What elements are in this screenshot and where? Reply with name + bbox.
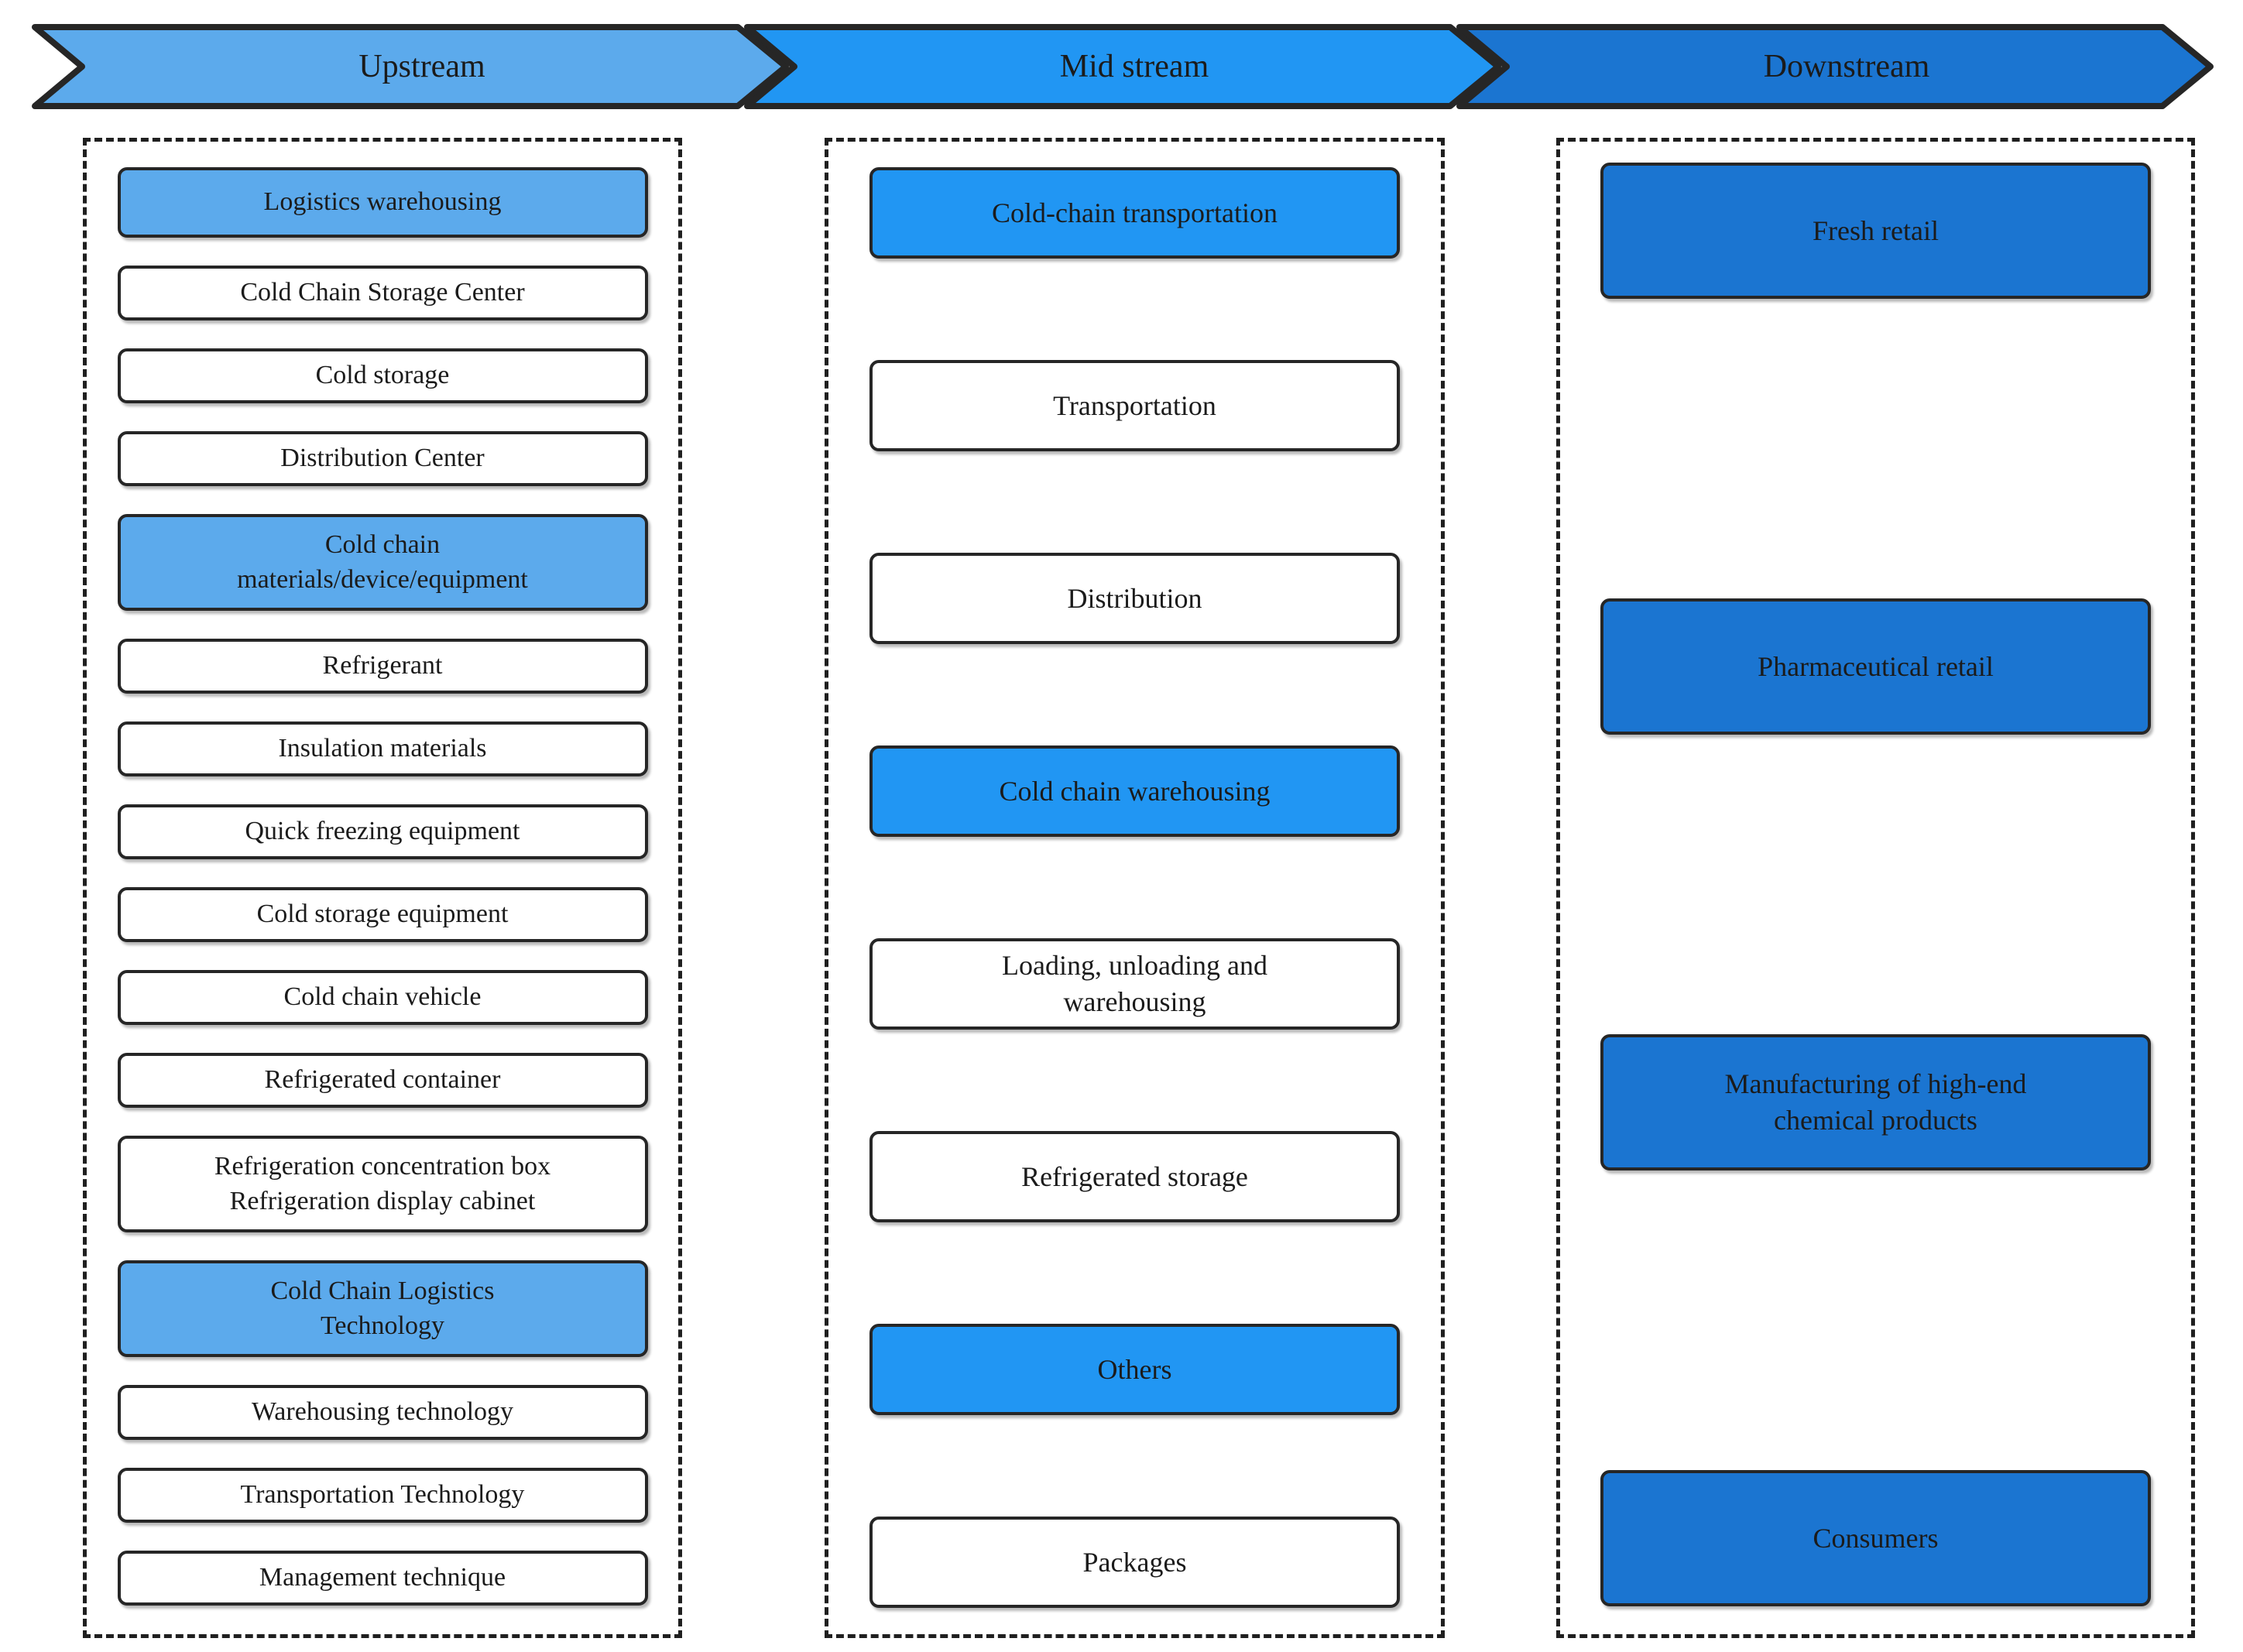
box-cold-storage: Cold storage [117, 348, 648, 403]
box-label: Others [1097, 1353, 1172, 1385]
box-packages: Packages [869, 1517, 1400, 1608]
box-manufacturing-of-high-end-chemical-products: Manufacturing of high-end chemical produ… [1600, 1034, 2151, 1170]
box-refrigerated-container: Refrigerated container [117, 1053, 648, 1108]
box-transportation-technology: Transportation Technology [117, 1468, 648, 1523]
box-others: Others [869, 1324, 1400, 1415]
box-cold-chain-transportation: Cold-chain transportation [869, 167, 1400, 259]
stage-arrow-shape [1456, 24, 2214, 109]
box-warehousing-technology: Warehousing technology [117, 1385, 648, 1440]
stage-arrow-shape [32, 24, 789, 109]
box-cold-chain-logistics-technology: Cold Chain Logistics Technology [117, 1260, 648, 1357]
box-cold-chain-warehousing: Cold chain warehousing [869, 745, 1400, 837]
box-distribution: Distribution [869, 553, 1400, 644]
box-refrigerant: Refrigerant [117, 639, 648, 694]
box-label: Fresh retail [1813, 214, 1939, 246]
stage-arrow-downstream: Downstream [1456, 24, 2214, 109]
box-quick-freezing-equipment: Quick freezing equipment [117, 804, 648, 859]
box-label: Cold chain warehousing [999, 775, 1271, 807]
box-label: Distribution Center [280, 444, 485, 473]
box-label: Refrigerated container [264, 1065, 501, 1095]
box-label: Insulation materials [278, 734, 487, 763]
box-refrigeration-concentration-box-refrigeration-display-cabinet: Refrigeration concentration box Refriger… [117, 1136, 648, 1232]
box-cold-storage-equipment: Cold storage equipment [117, 887, 648, 942]
box-label: Manufacturing of high-end chemical produ… [1724, 1068, 2027, 1136]
box-label: Refrigerant [322, 651, 443, 680]
box-label: Cold storage [315, 361, 450, 390]
stage-arrow-upstream: Upstream [32, 24, 789, 109]
box-cold-chain-materials-device-equipment: Cold chain materials/device/equipment [117, 514, 648, 611]
box-label: Transportation Technology [240, 1480, 525, 1510]
box-label: Cold-chain transportation [992, 197, 1278, 228]
box-cold-chain-storage-center: Cold Chain Storage Center [117, 266, 648, 320]
box-label: Quick freezing equipment [245, 817, 520, 846]
box-transportation: Transportation [869, 360, 1400, 451]
stage-arrow-shape [744, 24, 1501, 109]
box-distribution-center: Distribution Center [117, 431, 648, 486]
box-management-technique: Management technique [117, 1551, 648, 1606]
box-label: Loading, unloading and warehousing [1002, 950, 1267, 1017]
box-label: Logistics warehousing [263, 187, 502, 217]
box-label: Warehousing technology [251, 1397, 514, 1427]
stage-arrow-label: Downstream [1764, 49, 1930, 84]
box-refrigerated-storage: Refrigerated storage [869, 1131, 1400, 1222]
box-logistics-warehousing: Logistics warehousing [117, 167, 648, 238]
box-label: Distribution [1067, 582, 1202, 614]
box-loading-unloading-and-warehousing: Loading, unloading and warehousing [869, 938, 1400, 1030]
box-insulation-materials: Insulation materials [117, 721, 648, 776]
stage-arrow-label: Mid stream [1060, 49, 1209, 84]
stage-arrows: Upstream Mid stream Downstream [31, 23, 2214, 110]
box-label: Cold storage equipment [256, 900, 509, 929]
box-label: Pharmaceutical retail [1758, 650, 1994, 682]
box-label: Management technique [259, 1563, 506, 1592]
box-cold-chain-vehicle: Cold chain vehicle [117, 970, 648, 1025]
box-fresh-retail: Fresh retail [1600, 163, 2151, 299]
box-label: Transportation [1053, 389, 1216, 421]
box-consumers: Consumers [1600, 1470, 2151, 1606]
box-label: Refrigerated storage [1021, 1160, 1248, 1192]
box-label: Cold Chain Storage Center [240, 278, 525, 307]
box-label: Consumers [1813, 1522, 1939, 1554]
stage-arrow-mid-stream: Mid stream [744, 24, 1501, 109]
box-label: Cold chain vehicle [283, 982, 482, 1012]
box-label: Cold Chain Logistics Technology [270, 1277, 495, 1340]
box-label: Refrigeration concentration box Refriger… [214, 1152, 551, 1215]
box-label: Packages [1082, 1546, 1187, 1578]
box-pharmaceutical-retail: Pharmaceutical retail [1600, 598, 2151, 735]
stage-arrow-label: Upstream [358, 49, 485, 84]
box-label: Cold chain materials/device/equipment [237, 530, 528, 594]
